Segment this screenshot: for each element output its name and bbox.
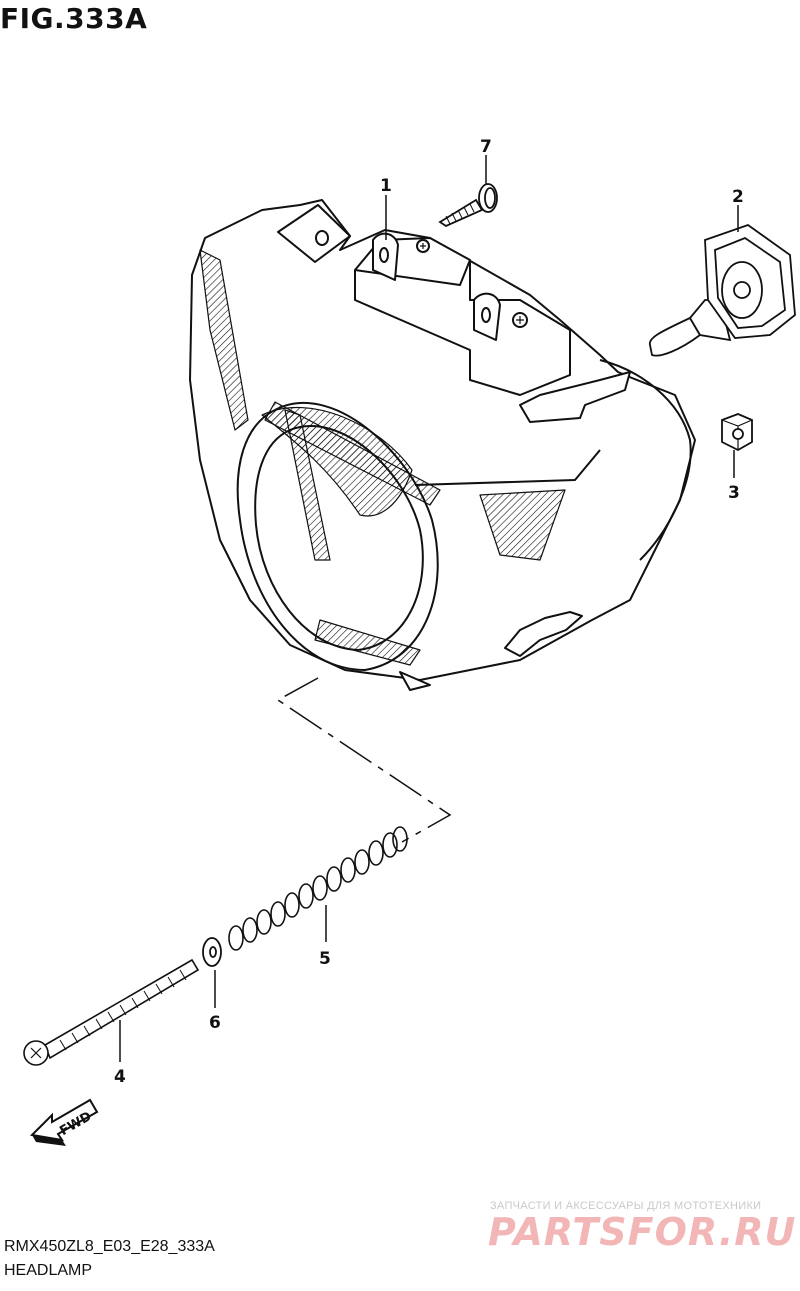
screw-part-7 [438, 155, 498, 228]
bulb-part-2 [649, 205, 796, 357]
fwd-direction-arrow: FWD [29, 1098, 99, 1146]
callout-6: 6 [209, 1013, 221, 1033]
callout-5: 5 [319, 949, 331, 969]
screw-part-4 [23, 958, 200, 1066]
washer-part-6 [202, 937, 222, 1008]
headlamp-housing [189, 199, 696, 691]
assembly-dash-line [276, 677, 452, 843]
spring-part-5 [228, 826, 408, 951]
callout-4: 4 [114, 1067, 126, 1087]
callout-2: 2 [732, 187, 744, 207]
figure-code: RMX450ZL8_E03_E28_333A [4, 1238, 215, 1255]
callout-1: 1 [380, 176, 392, 196]
figure-name: HEADLAMP [4, 1262, 93, 1279]
watermark-tagline: ЗАПЧАСТИ И АКСЕССУАРЫ ДЛЯ МОТОТЕХНИКИ [490, 1200, 762, 1212]
watermark-brand: PARTSFOR.RU [488, 1210, 797, 1254]
callout-7: 7 [480, 137, 492, 157]
figure-title: FIG.333A [0, 2, 148, 35]
nut-part-3 [721, 413, 753, 478]
callout-3: 3 [728, 483, 740, 503]
